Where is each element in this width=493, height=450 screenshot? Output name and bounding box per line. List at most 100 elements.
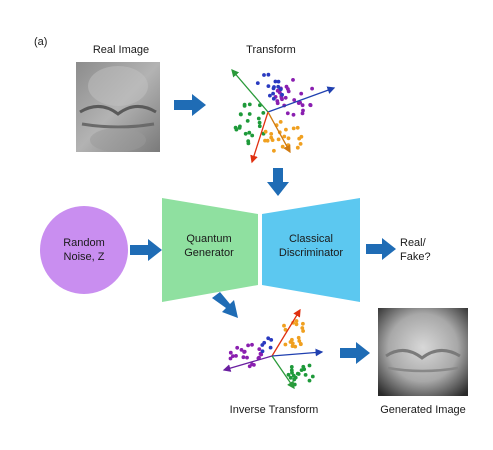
scatter-point-green bbox=[243, 131, 248, 136]
scatter-point-orange bbox=[282, 134, 287, 139]
scatter-point-purple bbox=[279, 95, 284, 100]
scatter-point-purple bbox=[300, 103, 305, 108]
classical-discriminator-block bbox=[262, 198, 360, 302]
scatter-point-blue bbox=[276, 84, 281, 89]
scatter-point-orange bbox=[269, 132, 274, 136]
scatter-point-green bbox=[246, 141, 251, 146]
scatter-point-orange bbox=[270, 138, 275, 143]
scatter-point-green bbox=[293, 375, 298, 380]
scatter-point-orange bbox=[288, 340, 293, 344]
scatter-point-green bbox=[310, 374, 315, 379]
scatter-point-orange bbox=[295, 125, 300, 130]
scatter-point-orange bbox=[286, 136, 291, 141]
scatter-point-orange bbox=[294, 319, 299, 323]
scatter-point-purple bbox=[257, 355, 261, 360]
scatter-point-orange bbox=[284, 127, 288, 132]
quantum-generator-label-line1: Quantum bbox=[186, 233, 231, 245]
scatter-point-orange bbox=[301, 321, 305, 326]
quantum-generator-label-line2: Generator bbox=[184, 247, 234, 259]
scatter-point-orange bbox=[283, 342, 288, 347]
scatter-point-green bbox=[245, 119, 250, 123]
real-image bbox=[76, 62, 160, 152]
scatter-point-green bbox=[299, 368, 304, 372]
scatter-point-blue bbox=[268, 93, 272, 98]
scatter-point-purple bbox=[228, 356, 233, 361]
scatter-point-purple bbox=[296, 101, 301, 105]
scatter-point-green bbox=[307, 378, 312, 383]
scatter-point-orange bbox=[298, 142, 303, 146]
scatter-point-purple bbox=[245, 355, 249, 360]
scatter-point-green bbox=[257, 120, 262, 125]
scatter-point-orange bbox=[280, 144, 285, 149]
scatter-point-green bbox=[303, 373, 308, 377]
real-fake-label-line1: Real/ bbox=[400, 237, 426, 249]
scatter-point-blue bbox=[272, 85, 276, 89]
scatter-point-purple bbox=[300, 111, 305, 116]
scatter-point-blue bbox=[262, 73, 266, 77]
scatter-point-green bbox=[247, 112, 252, 116]
scatter-point-blue bbox=[273, 79, 278, 84]
scatter-point-orange bbox=[278, 120, 283, 124]
scatter-point-orange bbox=[263, 129, 268, 134]
scatter-point-green bbox=[250, 133, 255, 138]
scatter-point-green bbox=[242, 102, 247, 107]
quantum-generator-block bbox=[162, 198, 258, 302]
scatter-point-green bbox=[247, 130, 252, 135]
scatter-point-purple bbox=[283, 95, 288, 100]
transform-axes bbox=[231, 69, 336, 164]
scatter-point-purple bbox=[257, 347, 262, 351]
scatter-point-orange bbox=[298, 342, 303, 346]
scatter-point-orange bbox=[272, 148, 276, 153]
scatter-point-blue bbox=[280, 92, 284, 97]
scatter-point-orange bbox=[297, 339, 302, 343]
scatter-point-purple bbox=[242, 349, 247, 354]
scatter-point-orange bbox=[300, 326, 305, 330]
scatter-point-green bbox=[238, 124, 242, 129]
scatter-point-green bbox=[261, 111, 266, 115]
scatter-point-blue bbox=[266, 72, 271, 77]
scatter-point-blue bbox=[266, 336, 271, 341]
scatter-point-blue bbox=[269, 338, 274, 342]
scatter-point-purple bbox=[310, 86, 314, 91]
classical-discriminator-label-line2: Discriminator bbox=[279, 247, 344, 259]
scatter-point-purple bbox=[301, 108, 305, 113]
arrow-transform-to-discriminator bbox=[267, 168, 289, 196]
generated-image-label: Generated Image bbox=[380, 404, 466, 416]
scatter-point-blue bbox=[262, 340, 267, 345]
scatter-point-orange bbox=[294, 322, 299, 327]
scatter-point-purple bbox=[246, 343, 251, 348]
scatter-point-purple bbox=[292, 98, 297, 102]
scatter-point-purple bbox=[250, 342, 254, 347]
scatter-point-orange bbox=[263, 138, 267, 143]
scatter-point-blue bbox=[271, 91, 275, 96]
scatter-point-green bbox=[295, 371, 300, 376]
scatter-point-purple bbox=[239, 348, 244, 352]
generated-image bbox=[378, 308, 468, 396]
inverse-transform-axes bbox=[222, 308, 324, 390]
scatter-point-green bbox=[247, 102, 252, 107]
arrow-noise-to-generator bbox=[130, 239, 162, 261]
scatter-point-purple bbox=[247, 364, 252, 369]
scatter-point-green bbox=[307, 363, 312, 368]
scatter-point-orange bbox=[296, 335, 301, 340]
scatter-point-orange bbox=[290, 344, 295, 348]
random-noise-label-line2: Noise, Z bbox=[64, 251, 105, 263]
scatter-point-purple bbox=[291, 78, 295, 82]
scatter-point-purple bbox=[241, 355, 246, 360]
scatter-point-green bbox=[238, 112, 243, 116]
scatter-point-blue bbox=[278, 87, 283, 92]
scatter-point-purple bbox=[284, 84, 289, 89]
scatter-point-purple bbox=[252, 363, 256, 367]
scatter-point-green bbox=[286, 372, 291, 377]
scatter-point-green bbox=[288, 375, 293, 380]
scatter-point-green bbox=[289, 365, 294, 369]
arrow-inverse-to-generated bbox=[340, 342, 370, 364]
scatter-point-blue bbox=[266, 84, 271, 88]
scatter-point-green bbox=[233, 125, 238, 130]
scatter-point-green bbox=[257, 124, 262, 129]
scatter-point-blue bbox=[255, 81, 260, 85]
real-fake-label-line2: Fake? bbox=[400, 251, 431, 263]
scatter-point-green bbox=[292, 382, 297, 387]
